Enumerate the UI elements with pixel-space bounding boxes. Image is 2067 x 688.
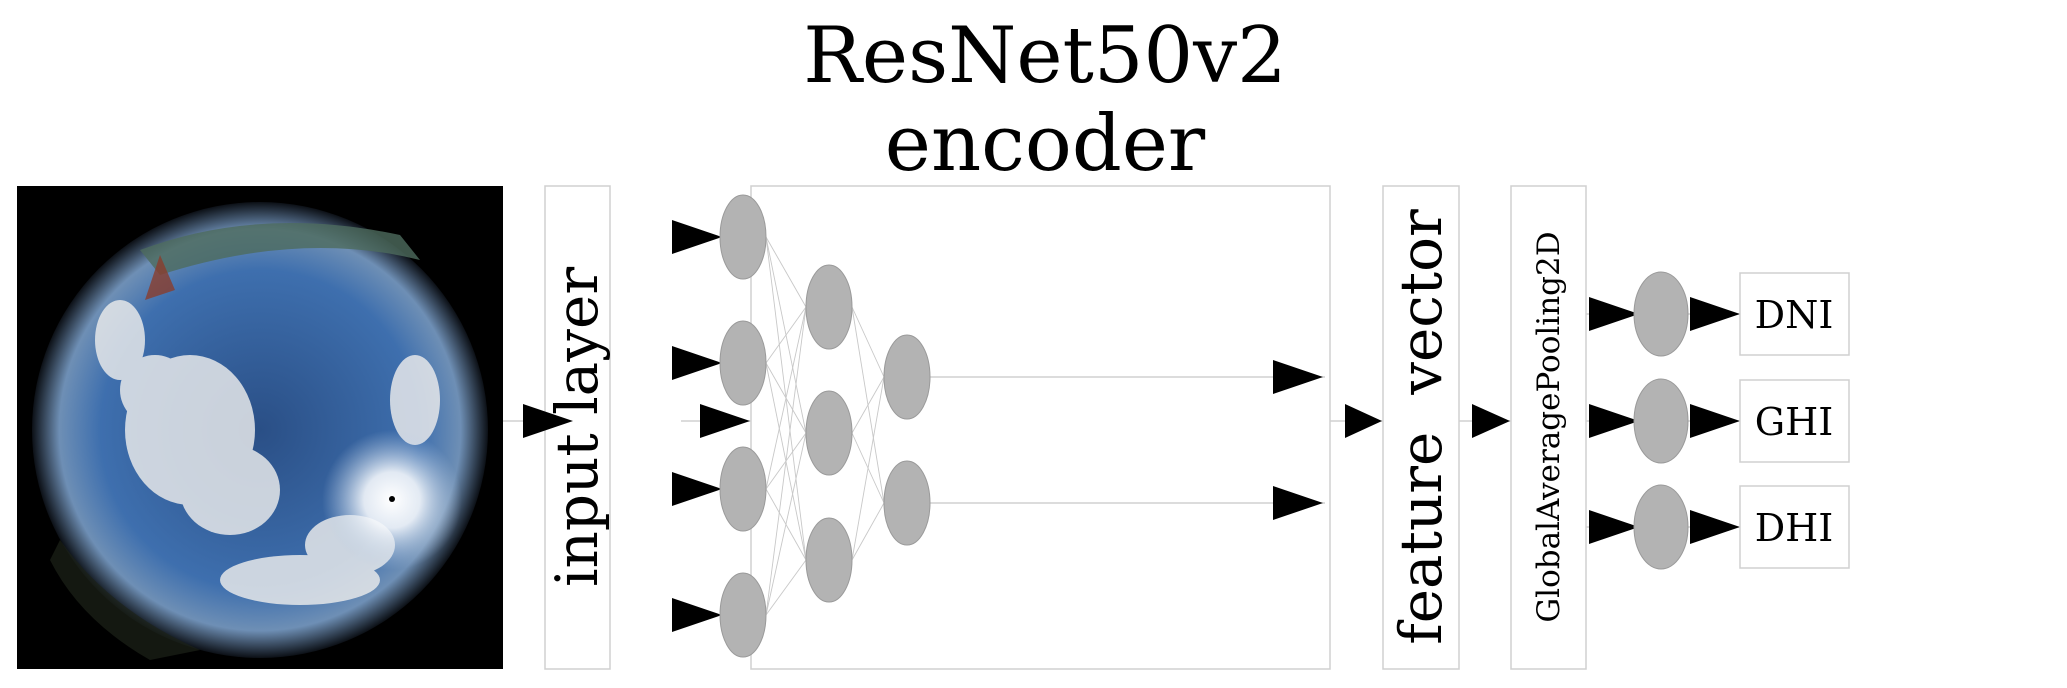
arrow-icon bbox=[1690, 297, 1740, 331]
arrow-icon bbox=[523, 404, 573, 438]
arrow-icon bbox=[1273, 360, 1323, 394]
network-edge bbox=[851, 502, 885, 561]
arrow-icon bbox=[700, 404, 750, 438]
output-label-ghi: GHI bbox=[1755, 400, 1834, 444]
network-edge bbox=[765, 306, 807, 616]
arrow-icon bbox=[672, 220, 722, 254]
global-average-pooling-label: GlobalAveragePooling2D bbox=[1531, 231, 1567, 622]
input-layer-box bbox=[544, 185, 611, 670]
global-average-pooling-box bbox=[1510, 185, 1587, 670]
arrow-icon bbox=[1472, 404, 1510, 438]
sky-image bbox=[17, 186, 503, 669]
flow-arrows bbox=[523, 404, 1510, 438]
neuron-layer-2 bbox=[805, 264, 853, 350]
arrow-icon bbox=[672, 598, 722, 632]
neuron-layer-1 bbox=[719, 320, 767, 406]
arrow-icon bbox=[672, 472, 722, 506]
output-box bbox=[1739, 485, 1850, 569]
arrow-icon bbox=[1589, 404, 1639, 438]
output-head: DNI GHI DHI bbox=[1589, 271, 1850, 570]
network-edge bbox=[765, 306, 807, 490]
neuron-layer-2 bbox=[805, 390, 853, 476]
neuron-layer-1 bbox=[719, 194, 767, 280]
feature-vector-label: feature vector bbox=[1387, 209, 1455, 645]
neuron-layer-1 bbox=[719, 446, 767, 532]
network-edge bbox=[851, 306, 885, 378]
encoder-network bbox=[672, 194, 1325, 658]
network-edge bbox=[765, 236, 807, 308]
network-edge bbox=[851, 376, 885, 434]
arrow-icon bbox=[1589, 510, 1639, 544]
output-label-dhi: DHI bbox=[1755, 506, 1834, 550]
neuron-layer-2 bbox=[805, 517, 853, 603]
arrow-icon bbox=[1690, 404, 1740, 438]
feature-vector-box bbox=[1382, 185, 1460, 670]
arrow-icon bbox=[1273, 486, 1323, 520]
output-neuron bbox=[1633, 378, 1689, 464]
output-label-dni: DNI bbox=[1755, 293, 1834, 337]
network-edge bbox=[765, 306, 807, 364]
output-neuron bbox=[1633, 484, 1689, 570]
network-edge bbox=[851, 376, 885, 561]
arrow-icon bbox=[1345, 404, 1382, 438]
arrow-icon bbox=[1589, 297, 1639, 331]
arrow-icon bbox=[672, 346, 722, 380]
title-line-2: encoder bbox=[885, 99, 1206, 189]
output-box bbox=[1739, 272, 1850, 356]
title-line-1: ResNet50v2 bbox=[803, 11, 1287, 101]
network-edge bbox=[765, 559, 807, 616]
neuron-layer-1 bbox=[719, 572, 767, 658]
output-neuron bbox=[1633, 271, 1689, 357]
neuron-layer-3 bbox=[883, 334, 931, 420]
arrow-icon bbox=[1690, 510, 1740, 544]
network-edge bbox=[765, 432, 807, 616]
output-box bbox=[1739, 379, 1850, 463]
neuron-layer-3 bbox=[883, 460, 931, 546]
network-edges bbox=[765, 236, 885, 616]
